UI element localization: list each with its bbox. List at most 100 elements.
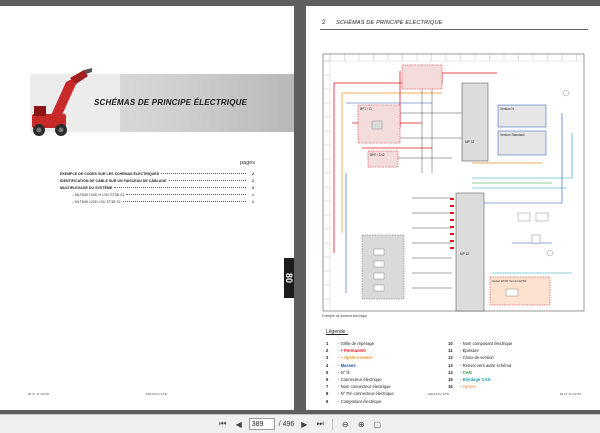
legend-item-number: 5 (326, 369, 329, 375)
toc-entry-text: EXEMPLE DE CODES SUR LES SCHÉMAS ÉLECTRI… (60, 172, 160, 176)
legend-item-number: 14 (448, 369, 453, 375)
legend-item-number: 6 (326, 377, 329, 383)
legend-item: 11- Épissure (448, 348, 479, 354)
right-footer-brand: MANITOU GTR (428, 392, 449, 396)
left-page-tab: 80 (284, 258, 294, 298)
pages-label: pages (240, 160, 255, 166)
legend-item-number: 8 (326, 391, 329, 397)
legend-item-number: 11 (448, 348, 453, 354)
legend-item: 14- CAN (448, 369, 472, 375)
toc-leader (168, 180, 246, 181)
legend-title: Légende : (326, 329, 349, 335)
page-gutter (294, 6, 306, 410)
legend-item-text: Blindage CAN (462, 377, 491, 383)
zoom-out-icon[interactable]: ⊖ (341, 419, 349, 429)
legend-item: 1- Grille de repérage (326, 341, 375, 346)
next-page-icon[interactable]: ▶ (301, 419, 308, 429)
toc-leader (126, 194, 246, 195)
legend-item: 4- Masses (326, 362, 356, 368)
toc-leader (161, 173, 246, 174)
toc-entry-page: 8 (252, 200, 254, 204)
left-footer-code: 80 07 11 OR 56 (28, 392, 49, 396)
left-footer-brand: MANITOU GTR (146, 392, 167, 396)
legend-item-text: Grille de repérage (340, 341, 375, 346)
legend-item-text: Composant électrique (340, 398, 382, 404)
legend-item-text: N° fil (340, 369, 350, 375)
legend-item-number: 13 (448, 362, 453, 368)
legend-item-text: Option (462, 384, 477, 390)
section-title: SCHÉMAS DE PRINCIPE ÉLECTRIQUE (336, 20, 443, 26)
toc-entry-text: IDENTIFICATION DE CÂBLE SUR UN FAISCEAU … (60, 179, 167, 183)
legend-item-number: 4 (326, 362, 329, 368)
legend-item-text: Connecteur électrique (340, 377, 382, 383)
legend-item-text: Masses (340, 362, 356, 368)
last-page-icon[interactable]: ⏭ (316, 419, 324, 428)
mp-upper-label: MP 12 (465, 140, 474, 144)
legend-item: 13- Renvoi vers autre schéma (448, 362, 512, 368)
toc-leader (114, 187, 246, 188)
left-page: SCHÉMAS DE PRINCIPE ÉLECTRIQUE pages EXE… (0, 6, 294, 410)
fit-page-icon[interactable]: ▢ (373, 419, 382, 429)
legend-item-number: 3 (326, 355, 329, 361)
legend-item-number: 15 (448, 377, 453, 383)
header-rule (320, 29, 588, 30)
legend-item: 16- Option (448, 384, 477, 390)
legend-item-text: + Après contact (340, 355, 372, 361)
legend-item-text: CAN (462, 369, 472, 375)
previous-page-icon[interactable]: ◀ (235, 419, 242, 429)
toc-entry[interactable]: – MLT845 120D LSU ST3B S1 8 (60, 199, 254, 206)
mp-lower-label: MP 12 (460, 252, 469, 256)
legend-item: 7- Nom connecteur électrique (326, 384, 391, 390)
telehandler-illustration (32, 68, 92, 136)
bp1-label: BP1 / 11 (360, 107, 372, 111)
right-footer-code: 80 07 11 OR 56 (560, 392, 581, 396)
legend-item: 2- + Permanent (326, 348, 366, 354)
legend-item-text: Épissure (462, 348, 479, 354)
legend-item-number: 16 (448, 384, 453, 390)
legend-item-number: 2 (326, 348, 329, 354)
right-page: 2 SCHÉMAS DE PRINCIPE ÉLECTRIQUE (306, 6, 600, 410)
legend-item-text: N° Pin connecteur électrique (340, 391, 394, 397)
wiring-schematic: BP1 / 11 BP2 / 1N2 MP 12 MP 12 (322, 53, 585, 312)
zoom-in-icon[interactable]: ⊕ (357, 419, 365, 429)
legend-item: 3- + Après contact (326, 355, 372, 361)
toc-entry-text: – MLT845 100D H LSU ST3B S1 (72, 193, 125, 197)
toc-entry-text: – MLT845 120D LSU ST3B S1 (72, 200, 121, 204)
pdf-toolbar: ⏮ ◀ / 496 ▶ ⏭ ⊖ ⊕ ▢ (0, 414, 600, 433)
toc-entry-page: 2 (252, 172, 254, 176)
legend-item-text: Renvoi vers autre schéma (462, 362, 512, 368)
legend-item-text: + Permanent (340, 348, 366, 354)
toc-entry-page: 3 (252, 186, 254, 190)
option-box-label: Option ETDF Version ETDF (492, 279, 527, 283)
chapter-title: SCHÉMAS DE PRINCIPE ÉLECTRIQUE (94, 98, 248, 107)
toc-entry[interactable]: EXEMPLE DE CODES SUR LES SCHÉMAS ÉLECTRI… (60, 171, 254, 178)
total-pages: / 496 (278, 420, 295, 428)
first-page-icon[interactable]: ⏮ (219, 419, 227, 428)
page-number-input[interactable] (248, 418, 275, 430)
legend-item-text: Choix de version (462, 355, 494, 361)
legend-item: 8- N° Pin connecteur électrique (326, 391, 394, 397)
toc-entry[interactable]: – MLT845 100D H LSU ST3B S1 4 (60, 192, 254, 199)
section-number: 2 (322, 20, 326, 26)
legend-item-number: 7 (326, 384, 329, 390)
legend-item: 12- Choix de version (448, 355, 494, 361)
legend-item: 15- Blindage CAN (448, 377, 491, 383)
legend-item: 9- Composant électrique (326, 398, 382, 404)
version-n-label: Version N (500, 107, 515, 111)
legend-item-number: 1 (326, 341, 329, 346)
legend-item: 5- N° fil (326, 369, 350, 375)
legend-item-number: 9 (326, 398, 329, 404)
toc-entry-page: 2 (252, 179, 254, 183)
legend-item-number: 10 (448, 341, 453, 346)
toolbar-separator (332, 418, 334, 430)
toc-entry[interactable]: IDENTIFICATION DE CÂBLE SUR UN FAISCEAU … (60, 178, 254, 185)
bp2-label: BP2 / 1N2 (370, 153, 385, 157)
schematic-caption: Exemple de schéma électrique (322, 314, 368, 318)
version-std-label: Version Standard (500, 133, 525, 137)
table-of-contents: EXEMPLE DE CODES SUR LES SCHÉMAS ÉLECTRI… (60, 171, 254, 206)
toc-entry-page: 4 (252, 193, 254, 197)
